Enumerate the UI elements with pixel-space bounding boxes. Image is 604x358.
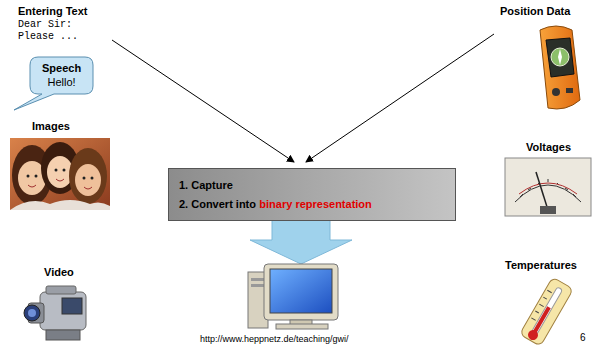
heading-label: Temperatures bbox=[505, 259, 577, 272]
heading-label: Position Data bbox=[500, 5, 570, 18]
input-arrow bbox=[306, 34, 494, 162]
bubble-heading: Speech bbox=[42, 61, 81, 75]
flow-arrow bbox=[250, 216, 352, 264]
heading-label: Video bbox=[44, 266, 74, 279]
speech-bubble: SpeechHello! bbox=[30, 57, 93, 94]
thermometer bbox=[520, 277, 574, 346]
highlight-text: binary representation bbox=[259, 198, 371, 210]
input-arrow bbox=[112, 40, 294, 162]
page-number: 6 bbox=[580, 332, 586, 344]
step-line: 1. Capture bbox=[179, 175, 445, 194]
step-text: 1. Capture bbox=[179, 179, 233, 191]
step-text: 2. Convert into bbox=[179, 198, 256, 210]
bubble-shape bbox=[14, 57, 93, 110]
bubble-text: Hello! bbox=[42, 75, 81, 89]
url-text: http://www.heppnetz.de/teaching/gwi/ bbox=[200, 334, 349, 345]
sample-text: Dear Sir: Please ... bbox=[18, 19, 78, 43]
computer bbox=[248, 264, 338, 329]
photo bbox=[10, 138, 110, 210]
voltmeter bbox=[505, 158, 591, 216]
camcorder bbox=[24, 286, 86, 340]
heading-label: Images bbox=[32, 120, 70, 133]
heading-label: Voltages bbox=[526, 141, 571, 154]
gps-device bbox=[540, 26, 580, 109]
step-line: 2. Convert intobinary representation bbox=[179, 194, 445, 213]
heading-label: Entering Text bbox=[18, 5, 87, 18]
process-box: 1. Capture 2. Convert intobinary represen… bbox=[168, 168, 456, 221]
